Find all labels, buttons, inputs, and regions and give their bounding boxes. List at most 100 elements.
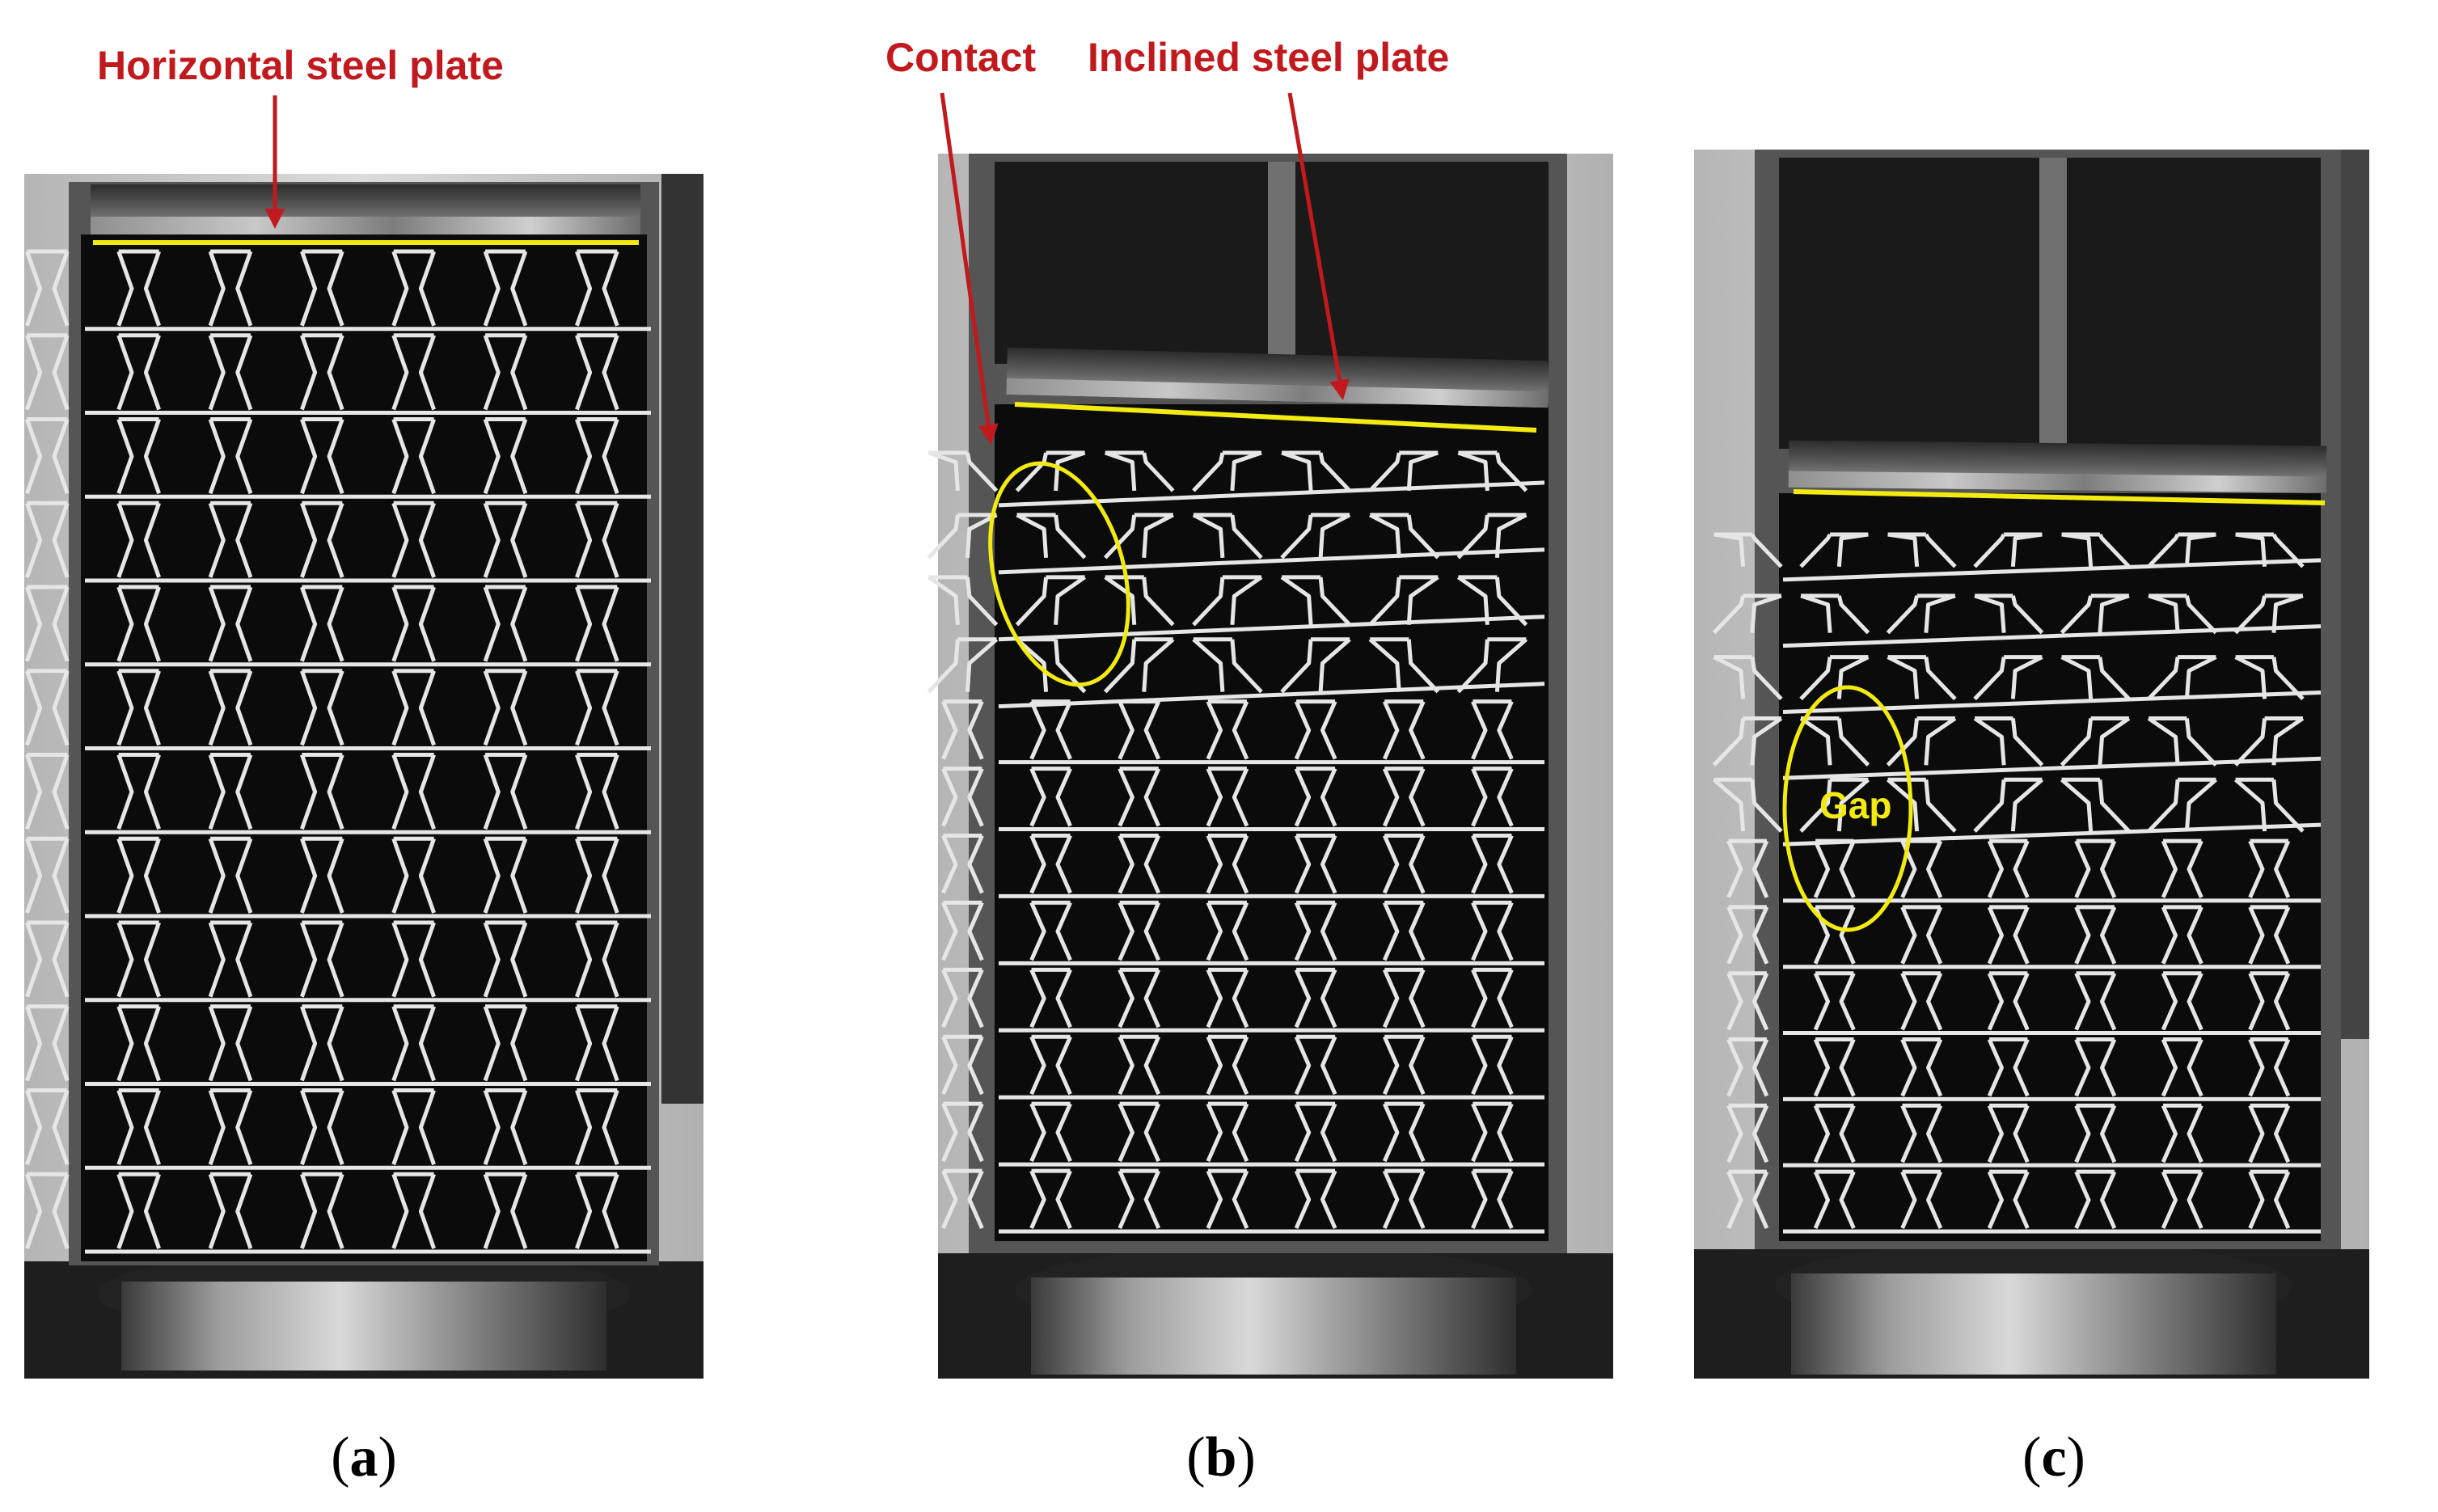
cell-wall (1206, 1168, 1249, 1230)
cell-wall (1886, 593, 1956, 635)
cell-wall (1471, 834, 1514, 894)
cell-wall (1726, 905, 1769, 965)
cell-wall (483, 500, 528, 578)
cell-wall (941, 834, 984, 894)
cell-wall (1900, 905, 1943, 965)
cell-wall (1471, 1168, 1514, 1230)
cell-wall (300, 753, 344, 830)
cell-wall (25, 1172, 70, 1249)
cell-wall (483, 585, 528, 662)
cell-wall (25, 1088, 70, 1166)
cell-wall (1471, 900, 1514, 961)
cell-wall (941, 699, 984, 760)
cell-wall (998, 682, 1545, 709)
cell-wall (927, 637, 999, 694)
cell-wall (391, 249, 436, 327)
panel-c-center-post (2039, 158, 2067, 449)
cell-wall (2161, 905, 2203, 965)
cell-wall (300, 417, 344, 495)
cell-wall (391, 417, 436, 495)
cell-wall (2248, 971, 2291, 1031)
cell-wall (1456, 637, 1528, 694)
cell-wall (575, 1088, 619, 1166)
cell-wall (1799, 532, 1869, 568)
cell-wall (483, 1172, 528, 1249)
cell-wall (1206, 767, 1249, 827)
cell-wall (1382, 967, 1426, 1028)
cell-wall (1281, 450, 1351, 492)
panel-c-specimen-box (1779, 493, 2321, 1241)
cell-wall (25, 669, 70, 746)
cell-wall (116, 1088, 161, 1166)
cell-wall (1192, 575, 1263, 627)
cell-wall (2234, 655, 2305, 701)
cell-wall (2248, 1169, 2291, 1230)
inclined-plate-arrow (1287, 92, 1350, 400)
panel-b (927, 154, 1613, 1379)
panel-b-plate-highlight-line (1014, 402, 1537, 433)
cell-wall (1294, 699, 1337, 760)
contact-arrow (940, 92, 999, 445)
cell-wall (1987, 1103, 2030, 1164)
cell-wall (1712, 716, 1783, 767)
cell-wall (208, 1088, 253, 1166)
cell-wall (1294, 967, 1337, 1028)
cell-wall (1471, 967, 1514, 1028)
cell-wall (483, 1004, 528, 1082)
panel-c-gap-ellipse (1782, 685, 1913, 932)
cell-wall (941, 967, 984, 1028)
panel-c-plate-highlight-line (1793, 489, 2326, 505)
cell-wall (1887, 532, 1957, 568)
cell-wall (1813, 1037, 1856, 1097)
cell-wall (1294, 1101, 1337, 1163)
cell-wall (1029, 699, 1072, 760)
cell-wall (1457, 450, 1528, 492)
cell-wall (208, 920, 253, 998)
cell-wall (2060, 593, 2130, 635)
cell-wall (208, 1004, 253, 1082)
cell-wall (1016, 513, 1087, 560)
cell-wall (2161, 1037, 2203, 1097)
cell-wall (116, 585, 161, 662)
cell-wall (998, 615, 1545, 642)
cell-wall (1973, 716, 2044, 767)
cell-wall (1900, 1037, 1943, 1097)
cell-wall (208, 333, 253, 411)
cell-wall (483, 669, 528, 746)
cell-wall (116, 753, 161, 830)
cell-wall (300, 1088, 344, 1166)
cell-wall (2235, 532, 2305, 568)
panel-b-contact-ellipse (988, 461, 1130, 687)
cell-wall (116, 920, 161, 998)
cell-wall (927, 575, 999, 627)
cell-wall (1800, 593, 1870, 635)
cell-wall (1713, 655, 1783, 701)
cell-wall (1900, 1169, 1943, 1230)
cell-wall (1456, 513, 1527, 560)
cell-wall (1782, 624, 2322, 648)
cell-wall (575, 417, 619, 495)
cell-wall (1280, 575, 1351, 627)
panel-c-plate-face (1788, 471, 2326, 493)
cell-wall (998, 480, 1545, 508)
cell-wall (116, 1004, 161, 1082)
cell-wall (300, 500, 344, 578)
caption-c: (c) (2022, 1426, 2085, 1489)
cell-wall (1280, 513, 1351, 560)
cell-wall (941, 767, 984, 827)
caption-b: (b) (1186, 1426, 1256, 1489)
cell-wall (1294, 1168, 1337, 1230)
cell-wall (391, 1172, 436, 1249)
cell-wall (1368, 575, 1439, 627)
cell-wall (1813, 1103, 1856, 1164)
panel-b-specimen-box (995, 404, 1549, 1241)
cell-wall (1900, 971, 1943, 1031)
cell-wall (1973, 777, 2044, 833)
cell-wall (1782, 822, 2322, 847)
cell-wall (1280, 637, 1351, 694)
cell-wall (1029, 834, 1072, 894)
cell-wall (2074, 838, 2117, 898)
cell-wall (2060, 655, 2131, 701)
cell-wall (1368, 637, 1440, 694)
cell-wall (575, 333, 619, 411)
